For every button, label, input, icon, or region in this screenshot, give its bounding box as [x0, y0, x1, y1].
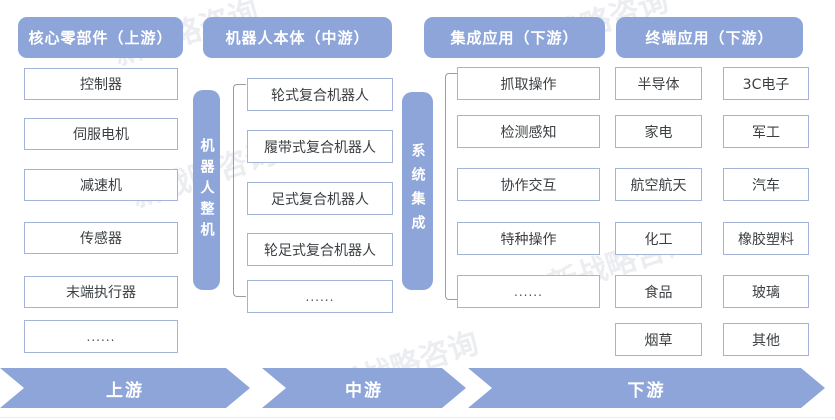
terminal-item-appliances: 家电: [615, 115, 702, 148]
header-integrated-apps: 集成应用（下游）: [424, 17, 605, 58]
robot-item-tracked: 履带式复合机器人: [247, 130, 393, 163]
robot-body-bracket: [233, 84, 246, 297]
robot-item-wheel-legged: 轮足式复合机器人: [247, 233, 393, 266]
flow-arrow-downstream: 下游: [468, 368, 825, 408]
integration-bracket: [445, 73, 457, 300]
header-terminal-apps: 终端应用（下游）: [616, 17, 803, 58]
flow-arrow-upstream: 上游: [0, 368, 250, 408]
upstream-item-ellipsis: ......: [24, 320, 178, 353]
terminal-item-aerospace: 航空航天: [615, 168, 702, 201]
upstream-item-end-effector: 末端执行器: [24, 276, 178, 308]
terminal-item-food: 食品: [615, 275, 702, 308]
integration-item-grasping: 抓取操作: [457, 67, 600, 100]
upstream-item-sensor: 传感器: [24, 222, 178, 254]
terminal-item-other: 其他: [723, 323, 809, 356]
integration-item-ellipsis: ......: [457, 275, 600, 308]
robot-item-legged: 足式复合机器人: [247, 182, 393, 215]
terminal-item-tobacco: 烟草: [615, 323, 702, 356]
integration-item-special: 特种操作: [457, 222, 600, 255]
upstream-item-servo-motor: 伺服电机: [24, 118, 178, 150]
robot-item-wheeled: 轮式复合机器人: [247, 78, 393, 111]
upstream-item-reducer: 减速机: [24, 169, 178, 201]
upstream-item-controller: 控制器: [24, 68, 178, 100]
terminal-item-chemical: 化工: [615, 222, 702, 255]
header-robot-body: 机器人本体（中游）: [203, 17, 392, 58]
integration-item-detection: 检测感知: [457, 115, 600, 148]
flow-arrow-midstream: 中游: [262, 368, 466, 408]
system-integration-bar: 系统集成: [402, 92, 433, 290]
bottom-divider: [0, 417, 835, 418]
header-core-components: 核心零部件（上游）: [18, 17, 183, 58]
terminal-item-semiconductor: 半导体: [615, 67, 702, 100]
terminal-item-automotive: 汽车: [723, 168, 809, 201]
terminal-item-3c: 3C电子: [723, 67, 809, 100]
terminal-item-rubber: 橡胶塑料: [723, 222, 809, 255]
robot-whole-machine-bar: 机器人整机: [193, 90, 220, 290]
terminal-item-military: 军工: [723, 115, 809, 148]
integration-item-collab: 协作交互: [457, 168, 600, 201]
robot-item-ellipsis: ......: [247, 280, 393, 313]
terminal-item-glass: 玻璃: [723, 275, 809, 308]
